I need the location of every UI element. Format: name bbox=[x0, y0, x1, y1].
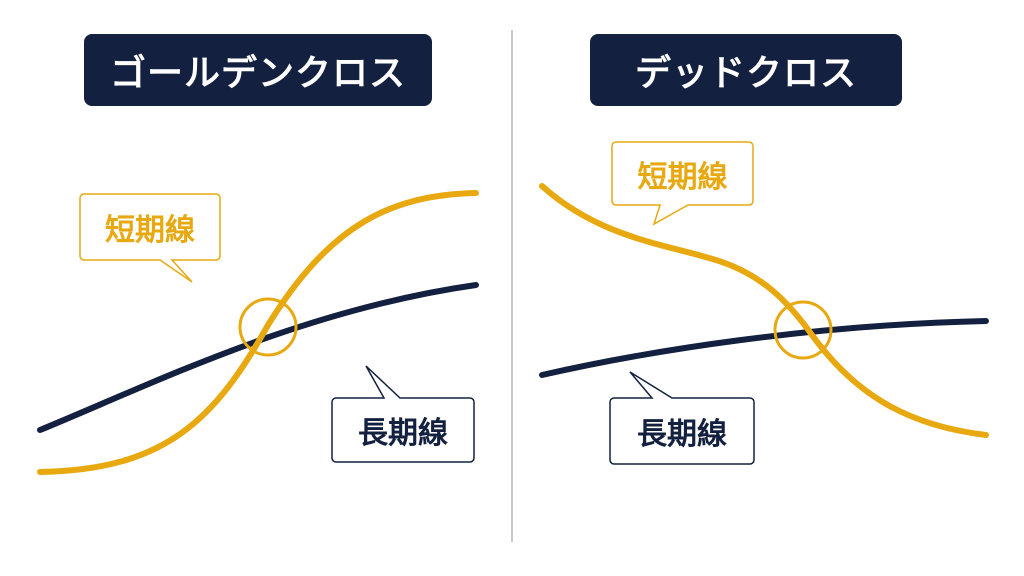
golden-cross-title: ゴールデンクロス bbox=[84, 34, 432, 106]
short-term-label: 短期線 bbox=[105, 213, 195, 248]
short-term-bubble bbox=[611, 141, 754, 226]
short-term-bubble bbox=[79, 193, 221, 283]
cross-point-circle bbox=[773, 300, 833, 360]
panel-divider bbox=[511, 30, 513, 542]
long-term-bubble bbox=[609, 371, 755, 465]
dead-cross-panel: デッドクロス 短期線 長期線 bbox=[512, 0, 1024, 576]
long-term-label: 長期線 bbox=[358, 416, 448, 451]
long-term-line bbox=[37, 282, 479, 433]
cross-point-circle bbox=[238, 297, 298, 357]
short-term-line bbox=[37, 190, 479, 475]
short-term-line bbox=[539, 183, 989, 438]
golden-cross-panel: ゴールデンクロス 短期線 長期線 bbox=[37, 34, 479, 475]
long-term-line bbox=[539, 318, 989, 378]
dead-cross-title: デッドクロス bbox=[590, 34, 902, 106]
golden-cross-diagram bbox=[37, 190, 479, 475]
dead-cross-diagram bbox=[539, 141, 989, 465]
long-term-bubble bbox=[331, 365, 475, 463]
short-term-label: 短期線 bbox=[637, 159, 728, 195]
long-term-label: 長期線 bbox=[637, 417, 727, 452]
